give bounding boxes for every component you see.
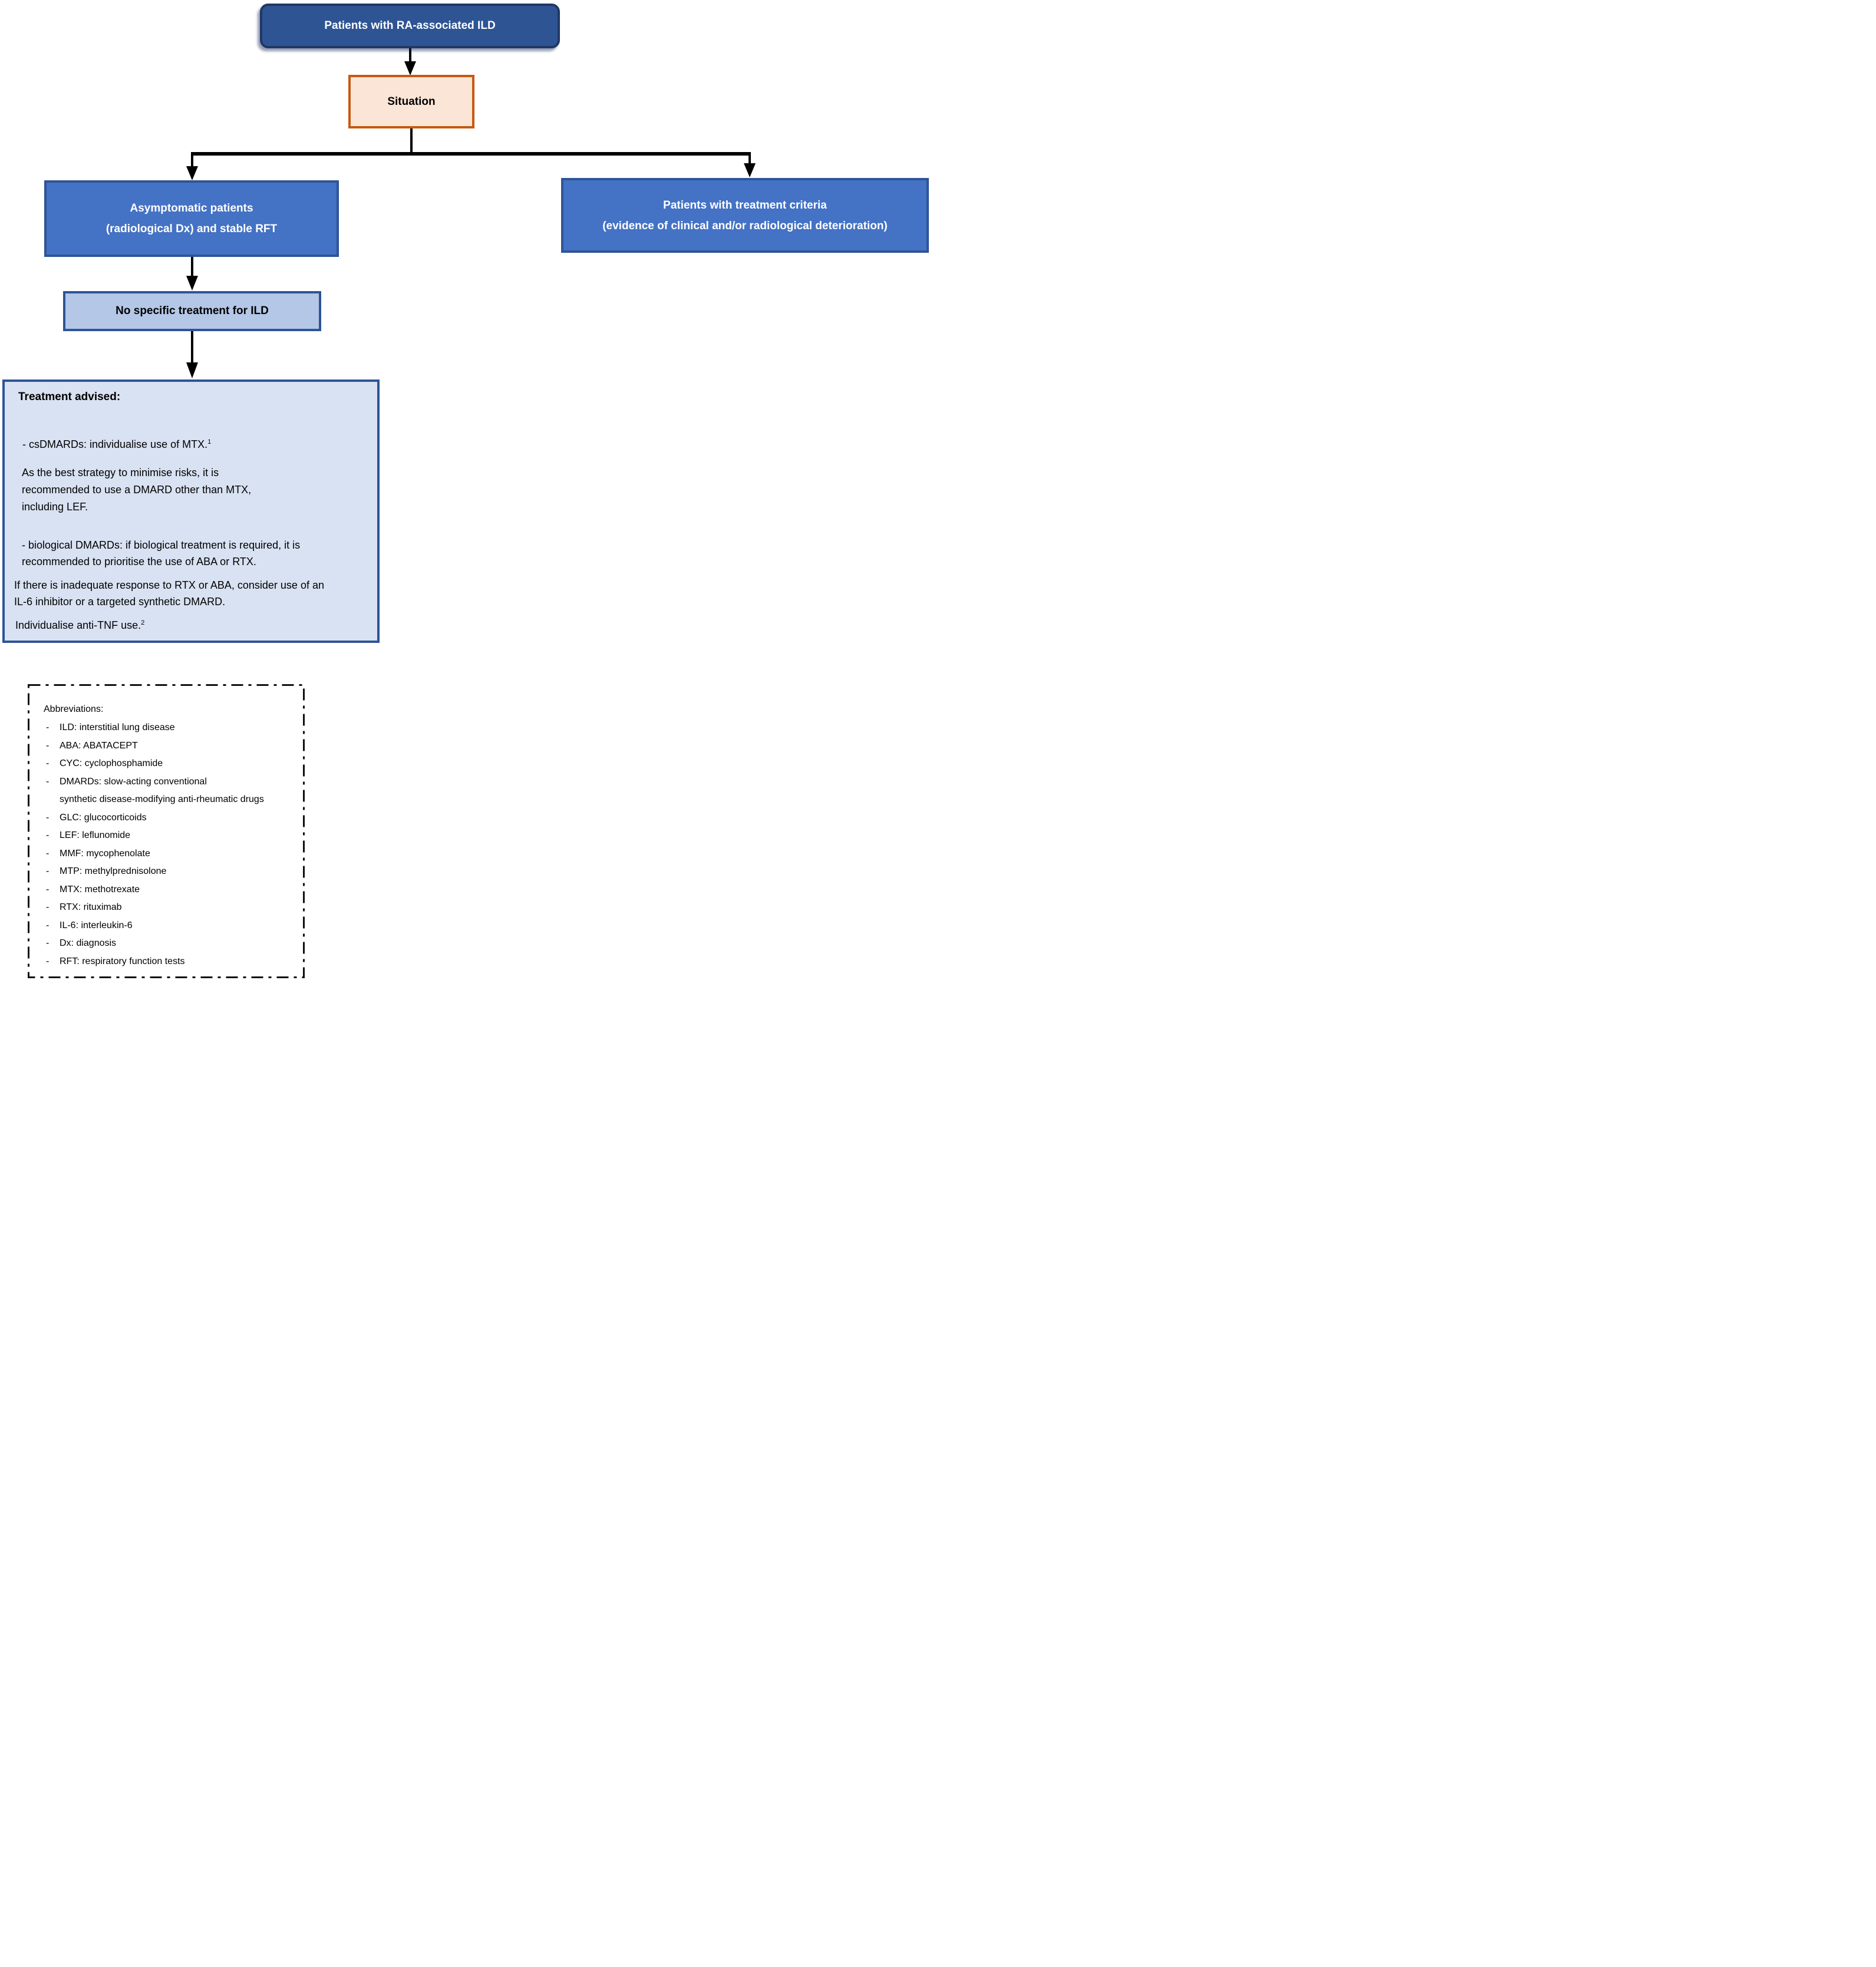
- asymptomatic-patients-line2: (radiological Dx) and stable RFT: [105, 223, 278, 235]
- abbreviations-title: Abbreviations:: [44, 704, 104, 714]
- abbreviation-text: DMARDs: slow-acting conventional: [60, 776, 207, 787]
- abbreviation-dash: -: [46, 722, 50, 732]
- abbreviations-box: Abbreviations: - ILD: interstitial lung …: [28, 684, 305, 978]
- abbreviation-dash: -: [46, 776, 50, 787]
- abbreviation-item: - DMARDs: slow-acting conventional: [44, 773, 300, 791]
- treatment-criteria-line1: Patients with treatment criteria: [663, 199, 827, 212]
- arrow-root-to-situation: [404, 48, 416, 75]
- treatment-advised-content: Treatment advised: - csDMARDs: individua…: [5, 382, 377, 633]
- root-box: Patients with RA-associated ILD: [260, 4, 560, 48]
- connector-situation-split: [192, 128, 750, 156]
- treatment-advised-panel: Treatment advised: - csDMARDs: individua…: [2, 379, 380, 643]
- inadequate-response-paragraph: If there is inadequate response to RTX o…: [14, 577, 371, 610]
- abbreviation-dash: -: [46, 920, 50, 930]
- no-treatment-label: No specific treatment for ILD: [116, 305, 269, 317]
- inadequate-response-line: If there is inadequate response to RTX o…: [14, 579, 324, 591]
- abbreviation-item: - RFT: respiratory function tests: [44, 953, 300, 971]
- abbreviation-dash: -: [46, 830, 50, 840]
- abbreviations-content: Abbreviations: - ILD: interstitial lung …: [28, 684, 305, 971]
- abbreviation-text: RFT: respiratory function tests: [60, 956, 185, 966]
- inadequate-response-line: IL-6 inhibitor or a targeted synthetic D…: [14, 596, 226, 608]
- abbreviation-item: - ILD: interstitial lung disease: [44, 719, 300, 737]
- abbreviation-dash: -: [46, 956, 50, 966]
- abbreviation-item: - CYC: cyclophosphamide: [44, 755, 300, 773]
- abbreviation-text: MMF: mycophenolate: [60, 848, 150, 859]
- strategy-line: including LEF.: [22, 501, 88, 513]
- abbreviation-dash: -: [46, 812, 50, 823]
- abbreviation-item: - IL-6: interleukin-6: [44, 917, 300, 935]
- abbreviation-text: ABA: ABATACEPT: [60, 740, 138, 751]
- abbreviation-item: - GLC: glucocorticoids: [44, 809, 300, 827]
- abbreviation-text: IL-6: interleukin-6: [60, 920, 133, 930]
- anti-tnf-paragraph: Individualise anti-TNF use.2: [15, 619, 145, 631]
- abbreviation-text: RTX: rituximab: [60, 902, 122, 912]
- arrow-split-to-left-branch: [186, 152, 198, 180]
- strategy-line: recommended to use a DMARD other than MT…: [22, 484, 252, 496]
- treatment-criteria-line2: (evidence of clinical and/or radiologica…: [602, 219, 888, 232]
- abbreviation-dash: -: [46, 740, 50, 751]
- abbreviations-dashdot-border: [28, 684, 305, 978]
- abbreviation-text: MTP: methylprednisolone: [60, 866, 167, 876]
- arrow-left-branch-to-no-treatment: [186, 257, 198, 291]
- biological-line: - biological DMARDs: if biological treat…: [22, 539, 301, 551]
- abbreviation-dash: -: [46, 848, 50, 859]
- treatment-advised-title: Treatment advised:: [18, 391, 121, 403]
- abbreviation-text: Dx: diagnosis: [60, 938, 117, 948]
- abbreviation-item: - MTX: methotrexate: [44, 881, 300, 899]
- abbreviation-dash: -: [46, 866, 50, 876]
- arrow-split-to-right-branch: [744, 152, 756, 177]
- abbreviation-item: - MMF: mycophenolate: [44, 845, 300, 863]
- abbreviation-dash: [44, 791, 60, 809]
- abbreviation-item: - MTP: methylprednisolone: [44, 863, 300, 881]
- abbreviation-dash: -: [46, 884, 50, 895]
- situation-box: Situation: [348, 75, 474, 128]
- strategy-line: As the best strategy to minimise risks, …: [22, 467, 219, 478]
- abbreviation-item: synthetic disease-modifying anti-rheumat…: [44, 791, 300, 809]
- abbreviation-text: LEF: leflunomide: [60, 830, 131, 840]
- abbreviation-text: synthetic disease-modifying anti-rheumat…: [60, 794, 264, 804]
- abbreviation-item: - RTX: rituximab: [44, 899, 300, 917]
- abbreviation-text: ILD: interstitial lung disease: [60, 722, 175, 732]
- footnote-ref-1: 1: [207, 438, 212, 445]
- footnote-ref-2: 2: [141, 619, 145, 626]
- abbreviation-item: - ABA: ABATACEPT: [44, 737, 300, 755]
- abbreviation-item: - LEF: leflunomide: [44, 827, 300, 845]
- abbreviation-item: - Dx: diagnosis: [44, 935, 300, 953]
- treatment-criteria-box: Patients with treatment criteria (eviden…: [561, 178, 929, 253]
- situation-box-label: Situation: [387, 95, 436, 108]
- arrow-no-treatment-to-panel: [186, 331, 198, 378]
- biological-line: recommended to prioritise the use of ABA…: [22, 556, 256, 567]
- root-box-label: Patients with RA-associated ILD: [324, 19, 496, 32]
- asymptomatic-patients-box: Asymptomatic patients (radiological Dx) …: [44, 180, 339, 257]
- strategy-paragraph: As the best strategy to minimise risks, …: [14, 464, 371, 516]
- abbreviation-dash: -: [46, 938, 50, 948]
- biological-paragraph: - biological DMARDs: if biological treat…: [14, 537, 371, 570]
- abbreviation-text: GLC: glucocorticoids: [60, 812, 147, 823]
- abbreviation-dash: -: [46, 758, 50, 768]
- no-treatment-box: No specific treatment for ILD: [63, 291, 321, 331]
- abbreviation-text: MTX: methotrexate: [60, 884, 140, 895]
- abbreviations-list: - ILD: interstitial lung disease - ABA: …: [44, 719, 300, 971]
- abbreviation-dash: -: [46, 902, 50, 912]
- abbreviation-text: CYC: cyclophosphamide: [60, 758, 163, 768]
- csdmards-paragraph: - csDMARDs: individualise use of MTX.1: [22, 438, 212, 450]
- flowchart-canvas: Patients with RA-associated ILD Situatio…: [0, 0, 938, 984]
- asymptomatic-patients-line1: Asymptomatic patients: [130, 202, 253, 214]
